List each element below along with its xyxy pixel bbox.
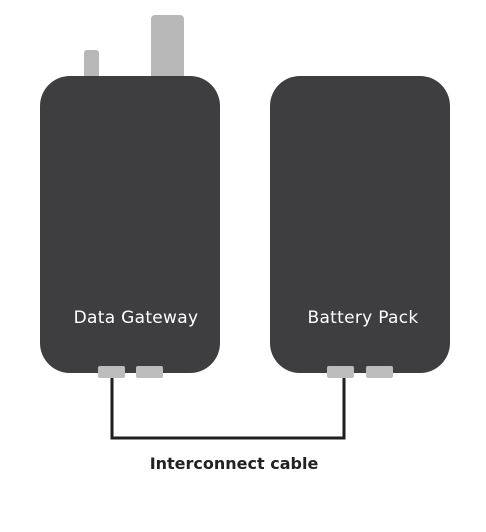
battery-port-left bbox=[327, 366, 354, 378]
cable-label: Interconnect cable bbox=[150, 454, 319, 473]
gateway-label: Data Gateway bbox=[74, 308, 199, 328]
gateway-antenna-tall bbox=[151, 15, 184, 84]
interconnect-cable bbox=[110, 378, 346, 440]
battery-pack-device: Battery Pack bbox=[270, 76, 450, 378]
data-gateway-device: Data Gateway bbox=[40, 15, 220, 378]
battery-label: Battery Pack bbox=[307, 308, 418, 328]
battery-port-right bbox=[366, 366, 393, 378]
gateway-port-right bbox=[136, 366, 163, 378]
battery-body bbox=[270, 76, 450, 373]
gateway-port-left bbox=[98, 366, 125, 378]
gateway-body bbox=[40, 76, 220, 373]
gateway-antenna-short bbox=[84, 50, 99, 84]
